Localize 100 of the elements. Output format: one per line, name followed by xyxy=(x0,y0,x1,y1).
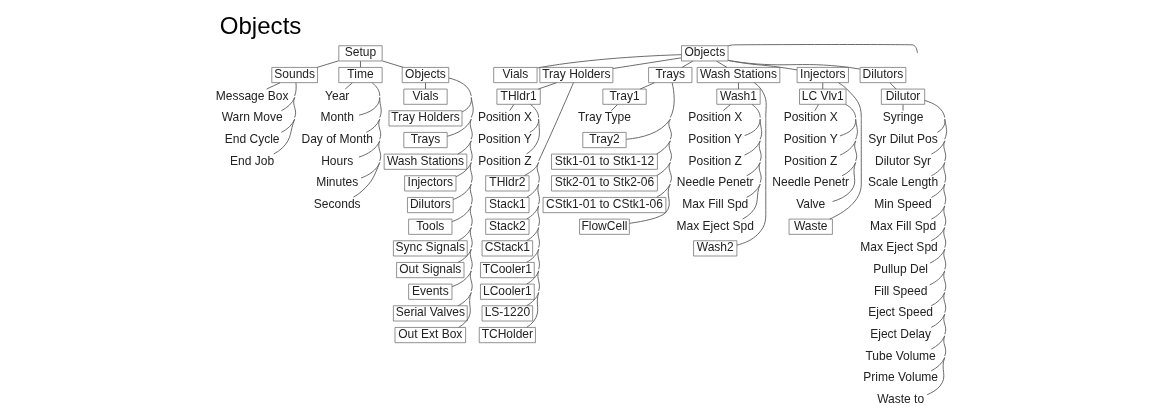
connector xyxy=(526,183,540,220)
node-text: Position Z xyxy=(784,153,838,168)
node-box: Wash1 xyxy=(716,88,761,105)
node-box: Dilutor xyxy=(880,88,926,105)
node-text: Position Z xyxy=(688,153,742,168)
node-text: Min Speed xyxy=(874,196,932,211)
node-box: Wash Stations xyxy=(383,153,468,170)
connector xyxy=(746,140,762,177)
connector xyxy=(382,60,404,68)
node-box: THldr2 xyxy=(485,175,530,192)
connector xyxy=(358,118,382,158)
node-text: Dilutor Syr xyxy=(874,153,932,168)
node-text: Position Y xyxy=(688,131,743,146)
node-text: Syringe xyxy=(882,110,924,125)
node-text: Max Fill Spd xyxy=(682,196,749,211)
node-text: Day of Month xyxy=(301,131,373,146)
connector xyxy=(536,54,682,69)
node-box: Stack1 xyxy=(485,197,530,214)
node-box: Sync Signals xyxy=(393,240,468,257)
connector xyxy=(656,162,672,198)
connector xyxy=(526,292,540,328)
node-box: TCooler1 xyxy=(480,262,535,279)
node-box: Vials xyxy=(493,67,538,84)
node-text: Position Y xyxy=(478,131,532,146)
node-text: Position Y xyxy=(783,131,838,146)
node-box: Vials xyxy=(403,88,448,105)
connector xyxy=(352,162,381,198)
node-box: Setup xyxy=(338,45,383,62)
node-text: Needle Penetr xyxy=(772,175,850,190)
node-text: Seconds xyxy=(313,196,361,211)
node-box: Stack2 xyxy=(485,218,530,235)
node-box: Waste xyxy=(788,218,833,235)
node-box: Tools xyxy=(408,218,453,235)
diagram-title: Objects xyxy=(219,11,302,39)
connector xyxy=(509,104,515,112)
connector xyxy=(266,82,281,90)
connector xyxy=(628,183,671,224)
connector xyxy=(612,57,682,69)
node-text: Minutes xyxy=(316,175,359,190)
node-box: Events xyxy=(408,283,453,300)
node-box: THldr1 xyxy=(496,88,541,105)
connector xyxy=(930,292,947,328)
connector xyxy=(889,82,897,90)
node-box: Dilutors xyxy=(859,67,907,84)
node-text: Max Eject Spd xyxy=(860,240,938,255)
connector xyxy=(280,82,297,112)
connector xyxy=(822,82,824,90)
connector xyxy=(358,82,381,116)
node-box: Tray1 xyxy=(602,88,647,105)
node-box: TCHolder xyxy=(478,327,536,344)
connector xyxy=(455,140,473,178)
connector xyxy=(841,140,858,177)
connector xyxy=(814,104,820,112)
connector xyxy=(280,97,297,133)
node-box: Wash Stations xyxy=(696,67,781,84)
node-box: Stk2-01 to Stk2-06 xyxy=(551,175,658,192)
connector xyxy=(926,357,946,396)
node-text: Fill Speed xyxy=(873,283,928,298)
connector xyxy=(526,162,540,198)
node-box: FlowCell xyxy=(579,218,630,235)
connector xyxy=(526,205,540,242)
connector xyxy=(526,270,540,307)
connector xyxy=(902,104,904,112)
connector xyxy=(924,100,946,133)
connector xyxy=(457,205,473,242)
connector xyxy=(457,227,473,263)
connector xyxy=(526,227,540,263)
node-text: Month xyxy=(320,110,354,125)
connector xyxy=(452,162,473,200)
node-text: Message Box xyxy=(215,88,289,103)
connector xyxy=(929,248,947,286)
connector xyxy=(365,97,382,133)
connector xyxy=(451,248,473,288)
node-text: Max Fill Spd xyxy=(869,218,937,233)
connector xyxy=(930,270,947,307)
node-text: Waste to xyxy=(877,391,925,406)
connector xyxy=(716,60,728,68)
connector xyxy=(451,183,473,223)
node-text: Position X xyxy=(783,110,838,125)
connector xyxy=(930,140,947,177)
connector xyxy=(736,82,767,246)
connector xyxy=(744,104,761,137)
connector xyxy=(523,82,574,177)
connector xyxy=(526,118,540,155)
node-box: Out Ext Box xyxy=(394,327,466,344)
node-text: End Job xyxy=(230,153,275,168)
node-box: Out Signals xyxy=(396,262,465,279)
node-box: Injectors xyxy=(404,175,457,192)
node-box: Tray Holders xyxy=(539,67,614,84)
node-text: Eject Delay xyxy=(870,326,932,341)
node-box: Dilutors xyxy=(407,197,454,214)
node-text: Position Z xyxy=(478,153,532,168)
node-text: Prime Volume xyxy=(863,370,939,385)
node-text: Syr Dilut Pos xyxy=(868,131,938,146)
connector xyxy=(360,60,361,68)
connector xyxy=(727,59,861,70)
connector xyxy=(316,60,340,68)
connector xyxy=(930,118,948,155)
node-box: LS-1220 xyxy=(481,305,534,322)
node-box: Injectors xyxy=(796,67,849,84)
